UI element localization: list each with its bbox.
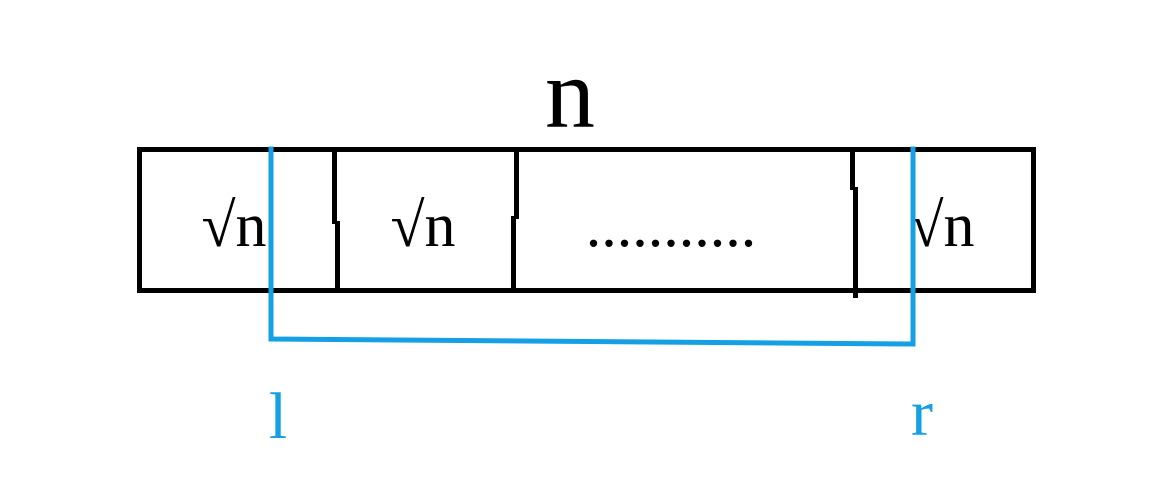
range-right-label: r [911, 377, 933, 450]
block-size-label: √n [201, 192, 267, 260]
block-size-label: √n [390, 192, 456, 260]
cell-divider-1 [335, 221, 340, 293]
cell-divider-2 [514, 147, 519, 219]
cell-divider-2 [511, 216, 516, 293]
cell-divider-3 [853, 187, 858, 298]
array-size-label: n [545, 38, 595, 149]
cell-divider-3 [850, 147, 855, 190]
block-size-label: √n [909, 192, 975, 260]
range-left-label: l [268, 380, 288, 453]
cell-divider-1 [332, 147, 337, 224]
ellipsis-label: ........... [585, 192, 757, 260]
